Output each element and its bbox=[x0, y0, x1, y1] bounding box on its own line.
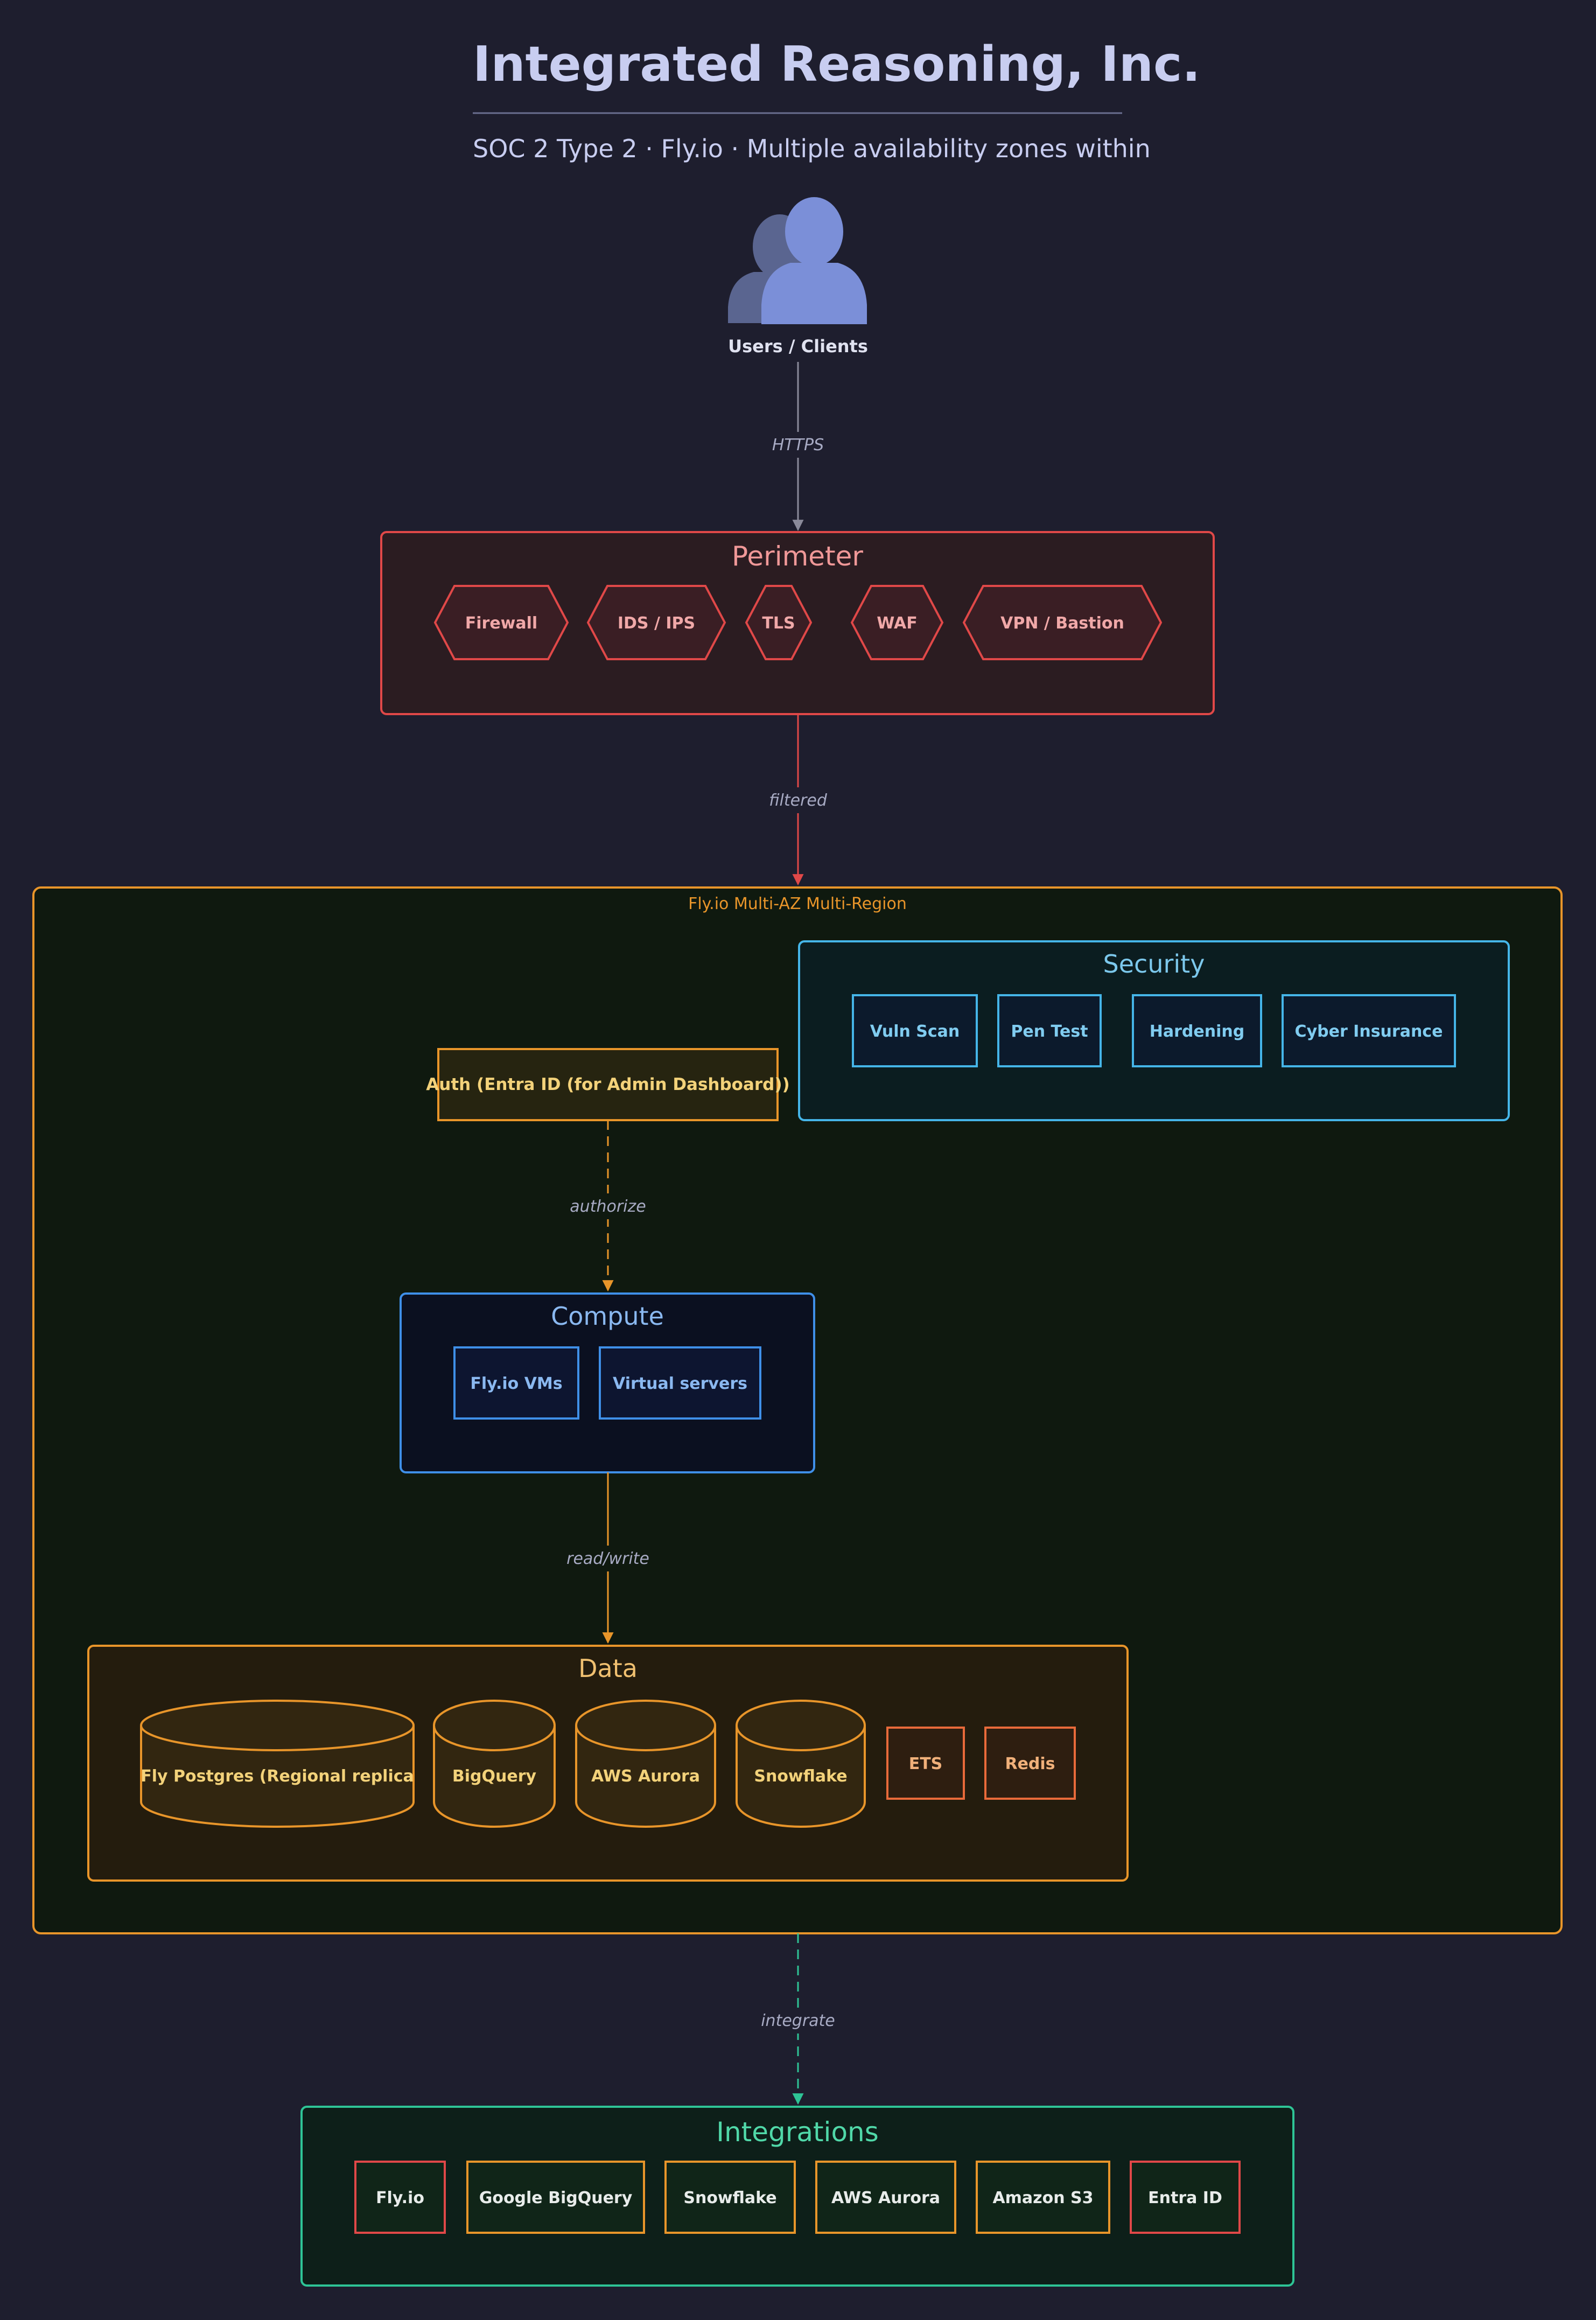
edge-authorize-label: authorize bbox=[570, 1197, 646, 1216]
edge-filtered-label-bg bbox=[765, 787, 831, 813]
compute-fly-io-vms-node[interactable] bbox=[453, 1346, 579, 1420]
region-label: Fly.io Multi-AZ Multi-Region bbox=[688, 895, 907, 913]
users-label: Users / Clients bbox=[728, 336, 868, 357]
page-title: Integrated Reasoning, Inc. bbox=[473, 36, 1201, 93]
database-fly-postgres-regional-replica-node[interactable] bbox=[140, 1700, 415, 1828]
integration-aws-aurora-node[interactable] bbox=[815, 2161, 956, 2234]
security-vuln-scan-node[interactable] bbox=[852, 994, 978, 1067]
integrations-box bbox=[300, 2106, 1294, 2287]
database-top bbox=[575, 1700, 716, 1751]
perimeter-waf-label: WAF bbox=[877, 614, 917, 633]
edge-authorize-label-bg bbox=[571, 1193, 645, 1219]
integration-entra-id-label: Entra ID bbox=[1148, 2189, 1222, 2207]
cache-redis-node[interactable] bbox=[984, 1727, 1076, 1800]
integration-fly-io-node[interactable] bbox=[354, 2161, 446, 2234]
compute-title: Compute bbox=[551, 1302, 664, 1331]
database-aws-aurora-node[interactable] bbox=[575, 1700, 716, 1828]
edge-read-write-label: read/write bbox=[566, 1549, 649, 1568]
edge-integrate-label-bg bbox=[760, 2008, 836, 2034]
auth-label: Auth (Entra ID (for Admin Dashboard)) bbox=[426, 1075, 789, 1094]
database-bigquery-label: BigQuery bbox=[452, 1767, 537, 1786]
security-hardening-label: Hardening bbox=[1150, 1022, 1244, 1041]
database-top bbox=[140, 1700, 415, 1751]
integration-google-bigquery-label: Google BigQuery bbox=[479, 2189, 633, 2207]
compute-fly-io-vms-label: Fly.io VMs bbox=[470, 1374, 562, 1393]
compute-virtual-servers-node[interactable] bbox=[599, 1346, 761, 1420]
cache-ets-node[interactable] bbox=[886, 1727, 965, 1800]
perimeter-waf-node[interactable] bbox=[850, 585, 944, 660]
database-body bbox=[736, 1725, 866, 1828]
security-cyber-insurance-node[interactable] bbox=[1282, 994, 1456, 1067]
perimeter-tls-node[interactable] bbox=[745, 585, 813, 660]
edge-integrate-label: integrate bbox=[761, 2011, 835, 2030]
perimeter-ids-ips-node[interactable] bbox=[586, 585, 726, 660]
database-snowflake-label: Snowflake bbox=[754, 1767, 847, 1786]
integration-entra-id-node[interactable] bbox=[1130, 2161, 1241, 2234]
database-body bbox=[140, 1725, 415, 1828]
security-title: Security bbox=[1103, 949, 1205, 979]
edge-https-label: HTTPS bbox=[772, 436, 824, 455]
integration-snowflake-label: Snowflake bbox=[683, 2189, 776, 2207]
database-aws-aurora-label: AWS Aurora bbox=[591, 1767, 700, 1786]
integration-aws-aurora-label: AWS Aurora bbox=[831, 2189, 940, 2207]
perimeter-firewall-label: Firewall bbox=[465, 614, 537, 633]
integration-google-bigquery-node[interactable] bbox=[466, 2161, 645, 2234]
cache-ets-label: ETS bbox=[909, 1755, 943, 1773]
perimeter-vpn-bastion-node[interactable] bbox=[962, 585, 1163, 660]
database-top bbox=[433, 1700, 556, 1751]
integration-fly-io-label: Fly.io bbox=[376, 2189, 424, 2207]
perimeter-ids-ips-label: IDS / IPS bbox=[618, 614, 695, 633]
security-vuln-scan-label: Vuln Scan bbox=[870, 1022, 960, 1041]
integration-amazon-s3-label: Amazon S3 bbox=[992, 2189, 1093, 2207]
integration-snowflake-node[interactable] bbox=[664, 2161, 796, 2234]
cache-redis-label: Redis bbox=[1005, 1755, 1055, 1773]
edge-https-label-bg bbox=[771, 432, 825, 458]
data-title: Data bbox=[578, 1654, 638, 1683]
perimeter-title: Perimeter bbox=[732, 541, 863, 572]
users-icon bbox=[728, 197, 867, 324]
security-pen-test-node[interactable] bbox=[997, 994, 1102, 1067]
database-top bbox=[736, 1700, 866, 1751]
perimeter-vpn-bastion-label: VPN / Bastion bbox=[1000, 614, 1124, 633]
database-body bbox=[575, 1725, 716, 1828]
integrations-title: Integrations bbox=[716, 2116, 879, 2148]
security-hardening-node[interactable] bbox=[1132, 994, 1262, 1067]
security-cyber-insurance-label: Cyber Insurance bbox=[1295, 1022, 1443, 1041]
auth-box[interactable] bbox=[437, 1048, 779, 1121]
page-subtitle: SOC 2 Type 2 · Fly.io · Multiple availab… bbox=[473, 134, 1151, 163]
database-fly-postgres-regional-replica-label: Fly Postgres (Regional replica bbox=[141, 1767, 414, 1786]
perimeter-tls-label: TLS bbox=[762, 614, 795, 633]
perimeter-firewall-node[interactable] bbox=[433, 585, 569, 660]
edge-filtered-label: filtered bbox=[769, 791, 828, 810]
security-pen-test-label: Pen Test bbox=[1011, 1022, 1088, 1041]
database-snowflake-node[interactable] bbox=[736, 1700, 866, 1828]
database-body bbox=[433, 1725, 556, 1828]
integration-amazon-s3-node[interactable] bbox=[976, 2161, 1110, 2234]
database-bigquery-node[interactable] bbox=[433, 1700, 556, 1828]
edge-read-write-label-bg bbox=[566, 1546, 649, 1571]
compute-virtual-servers-label: Virtual servers bbox=[613, 1374, 747, 1393]
